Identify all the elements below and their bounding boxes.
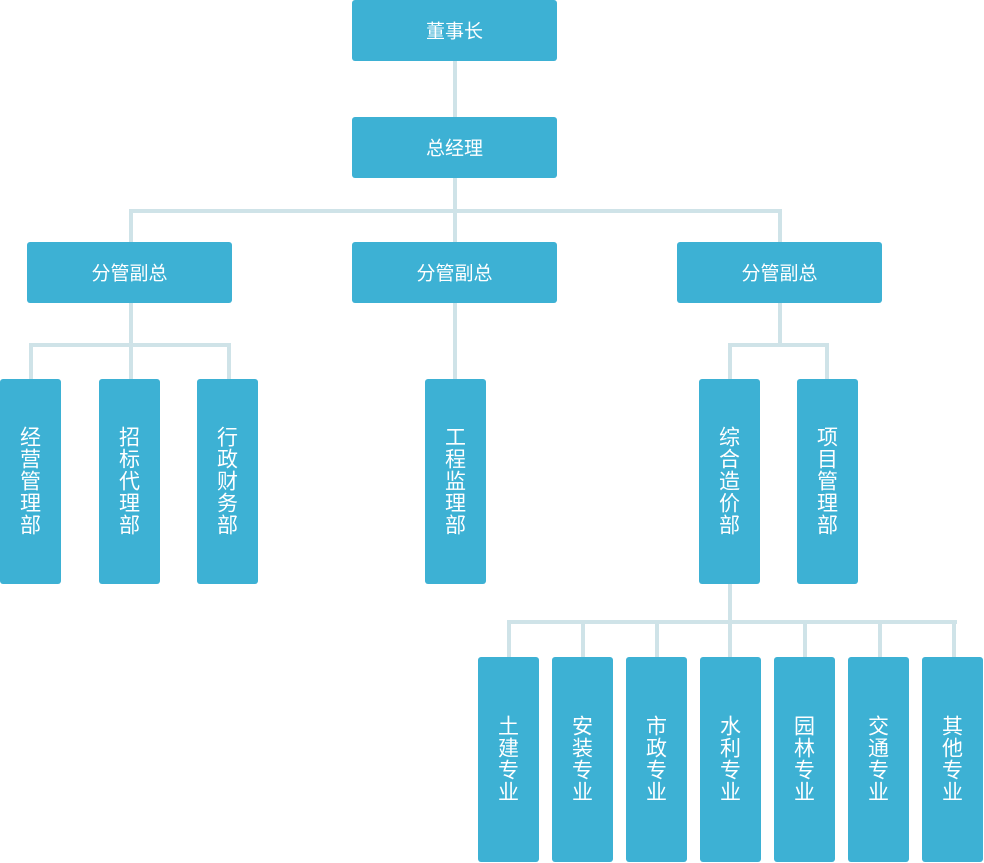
connector-vp-right bbox=[778, 209, 782, 243]
node-label: 项目管理部 bbox=[817, 426, 838, 538]
node-box bbox=[197, 379, 258, 584]
node-label: 园林专业 bbox=[794, 715, 815, 805]
node-box bbox=[425, 379, 486, 584]
node-spec-install: 安装专业 bbox=[552, 657, 613, 862]
node-box bbox=[352, 242, 557, 303]
node-chairman: 董事长 bbox=[352, 0, 557, 61]
connector-dept-business bbox=[29, 343, 33, 380]
connector-chairman-gm bbox=[453, 61, 457, 118]
node-box bbox=[626, 657, 687, 862]
node-label: 市政专业 bbox=[646, 715, 667, 805]
connector-left-dept-bar bbox=[29, 343, 231, 347]
node-label: 土建专业 bbox=[498, 715, 519, 805]
connector-vp-right-down bbox=[778, 303, 782, 347]
connector-vp-left bbox=[129, 209, 133, 243]
connector-spec-civil bbox=[507, 620, 511, 658]
node-spec-other: 其他专业 bbox=[922, 657, 983, 862]
node-label: 总经理 bbox=[426, 138, 483, 160]
node-box bbox=[478, 657, 539, 862]
node-vp-mid: 分管副总 bbox=[352, 242, 557, 303]
node-dept-costing: 综合造价部 bbox=[699, 379, 760, 584]
connector-vp-mid-down bbox=[453, 303, 457, 380]
node-box bbox=[27, 242, 232, 303]
node-spec-civil: 土建专业 bbox=[478, 657, 539, 862]
node-box bbox=[700, 657, 761, 862]
node-dept-admin-finance: 行政财务部 bbox=[197, 379, 258, 584]
node-label: 经营管理部 bbox=[20, 426, 41, 538]
node-dept-project: 项目管理部 bbox=[797, 379, 858, 584]
connector-dept-admin bbox=[227, 343, 231, 380]
node-vp-left: 分管副总 bbox=[27, 242, 232, 303]
connector-spec-garden bbox=[803, 620, 807, 658]
node-label: 水利专业 bbox=[720, 715, 741, 805]
node-box bbox=[0, 379, 61, 584]
node-spec-water: 水利专业 bbox=[700, 657, 761, 862]
node-dept-bidding: 招标代理部 bbox=[99, 379, 160, 584]
node-label: 分管副总 bbox=[416, 263, 492, 285]
node-spec-traffic: 交通专业 bbox=[848, 657, 909, 862]
node-label: 招标代理部 bbox=[119, 426, 140, 538]
connectors bbox=[29, 61, 957, 658]
connector-spec-traffic bbox=[878, 620, 882, 658]
node-box bbox=[99, 379, 160, 584]
connector-right-dept-bar bbox=[728, 343, 829, 347]
node-dept-supervision: 工程监理部 bbox=[425, 379, 486, 584]
node-label: 交通专业 bbox=[868, 715, 889, 805]
connector-spec-municipal bbox=[655, 620, 659, 658]
node-label: 综合造价部 bbox=[719, 426, 740, 538]
connector-spec-other bbox=[952, 620, 956, 658]
node-box bbox=[552, 657, 613, 862]
node-label: 其他专业 bbox=[942, 715, 963, 805]
node-box bbox=[797, 379, 858, 584]
connector-vp-left-down bbox=[129, 303, 133, 380]
connector-spec-bar bbox=[507, 620, 957, 624]
node-box bbox=[848, 657, 909, 862]
node-vp-right: 分管副总 bbox=[677, 242, 882, 303]
node-label: 分管副总 bbox=[741, 263, 817, 285]
connector-dept-costing bbox=[728, 343, 732, 380]
node-gm: 总经理 bbox=[352, 117, 557, 178]
node-box bbox=[352, 0, 557, 61]
connector-dept-project bbox=[825, 343, 829, 380]
node-box bbox=[922, 657, 983, 862]
node-box bbox=[774, 657, 835, 862]
node-spec-garden: 园林专业 bbox=[774, 657, 835, 862]
node-box bbox=[699, 379, 760, 584]
connector-spec-install bbox=[581, 620, 585, 658]
node-box bbox=[352, 117, 557, 178]
node-dept-business: 经营管理部 bbox=[0, 379, 61, 584]
node-label: 行政财务部 bbox=[217, 426, 238, 538]
node-label: 分管副总 bbox=[91, 263, 167, 285]
node-label: 工程监理部 bbox=[445, 426, 466, 538]
node-label: 董事长 bbox=[426, 21, 483, 43]
connector-vp-bar bbox=[129, 209, 782, 213]
node-spec-municipal: 市政专业 bbox=[626, 657, 687, 862]
node-label: 安装专业 bbox=[572, 715, 593, 805]
node-box bbox=[677, 242, 882, 303]
